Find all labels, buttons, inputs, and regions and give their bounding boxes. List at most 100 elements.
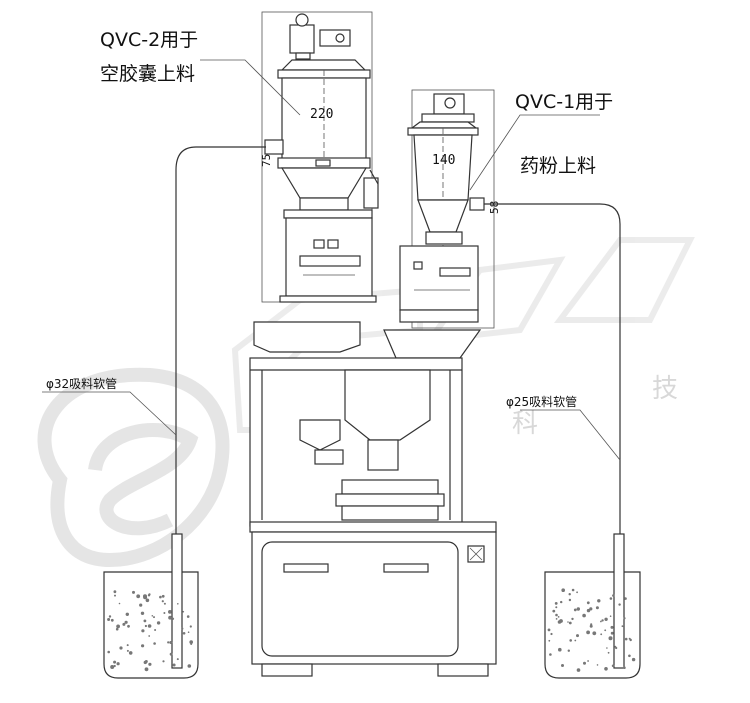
granule: [132, 590, 135, 594]
granule: [549, 653, 552, 656]
granule: [583, 661, 586, 665]
leader-pipe-left: [42, 391, 177, 436]
granule: [597, 599, 601, 603]
granule: [610, 631, 614, 635]
label-qvc2-line2: 空胶囊上料: [100, 63, 195, 85]
granule: [561, 588, 565, 592]
granule: [559, 619, 563, 623]
granule: [557, 616, 560, 618]
granule: [156, 621, 161, 625]
granule: [113, 590, 117, 594]
hose-left: [175, 146, 266, 668]
granule: [568, 621, 572, 625]
dim-140: 140: [432, 153, 455, 168]
leader-qvc1: [469, 114, 600, 191]
granule: [161, 600, 164, 603]
granule: [558, 647, 562, 652]
granule: [189, 640, 193, 644]
granule: [587, 660, 589, 662]
granule: [119, 646, 123, 650]
granule: [147, 594, 151, 597]
granule: [568, 598, 572, 602]
granule: [116, 662, 120, 666]
granule: [623, 666, 626, 669]
label-qvc2-line1: QVC-2用于: [100, 29, 198, 51]
granule: [609, 615, 612, 617]
granule: [177, 603, 179, 605]
granule: [609, 597, 613, 600]
granule: [547, 628, 551, 632]
granule: [614, 645, 617, 648]
granule: [604, 667, 608, 671]
granule: [624, 597, 627, 600]
granule: [589, 607, 593, 611]
granule: [171, 617, 175, 620]
granule: [610, 625, 614, 629]
bin-granules: [107, 588, 636, 672]
granule: [596, 664, 599, 666]
granule: [127, 624, 130, 628]
granule: [153, 642, 156, 645]
dim-220: 220: [310, 107, 333, 122]
granule: [169, 641, 173, 644]
dim-left-port: 75: [260, 154, 273, 167]
granule: [141, 629, 145, 633]
granule: [148, 662, 152, 666]
label-qvc1-line1: QVC-1用于: [515, 91, 613, 113]
granule: [122, 622, 126, 626]
granule: [187, 631, 190, 633]
granule: [623, 617, 626, 620]
granule: [189, 625, 192, 628]
granule: [140, 611, 145, 615]
granule: [612, 594, 615, 597]
granule: [621, 625, 624, 628]
granule: [552, 609, 556, 613]
granule: [114, 594, 116, 597]
granule: [125, 612, 129, 616]
granule: [108, 615, 112, 618]
granule: [560, 600, 563, 604]
leader-pipe-right: [520, 409, 621, 461]
granule: [126, 649, 129, 652]
granule: [143, 660, 147, 665]
granule: [113, 664, 116, 668]
granule: [168, 615, 173, 620]
granule: [592, 631, 597, 636]
granule: [586, 630, 590, 635]
granule: [586, 608, 591, 613]
leader-qvc2: [200, 59, 301, 116]
granule: [144, 667, 149, 672]
granule: [576, 668, 581, 672]
granule: [548, 639, 551, 642]
granule: [110, 618, 114, 622]
granule: [107, 650, 110, 654]
granule: [608, 636, 613, 641]
label-pipe-right: φ25吸料软管: [506, 394, 577, 409]
granule: [571, 617, 574, 621]
granule: [624, 637, 628, 641]
granule: [141, 644, 145, 648]
granule: [607, 651, 610, 654]
granule: [571, 588, 575, 592]
granule: [561, 664, 564, 667]
granule: [151, 615, 154, 617]
granule: [555, 613, 558, 617]
granule: [167, 641, 170, 644]
granule: [182, 632, 186, 635]
granule: [169, 652, 173, 656]
granule: [604, 617, 608, 621]
granule: [172, 663, 176, 667]
granule: [576, 591, 578, 594]
granule: [576, 607, 580, 611]
granule: [631, 657, 636, 662]
granule: [163, 602, 166, 605]
granule: [161, 594, 165, 598]
granule: [582, 613, 586, 618]
granule: [576, 634, 579, 638]
granule: [139, 603, 143, 607]
granule: [604, 629, 607, 632]
granule: [147, 624, 152, 628]
granule: [162, 660, 165, 663]
